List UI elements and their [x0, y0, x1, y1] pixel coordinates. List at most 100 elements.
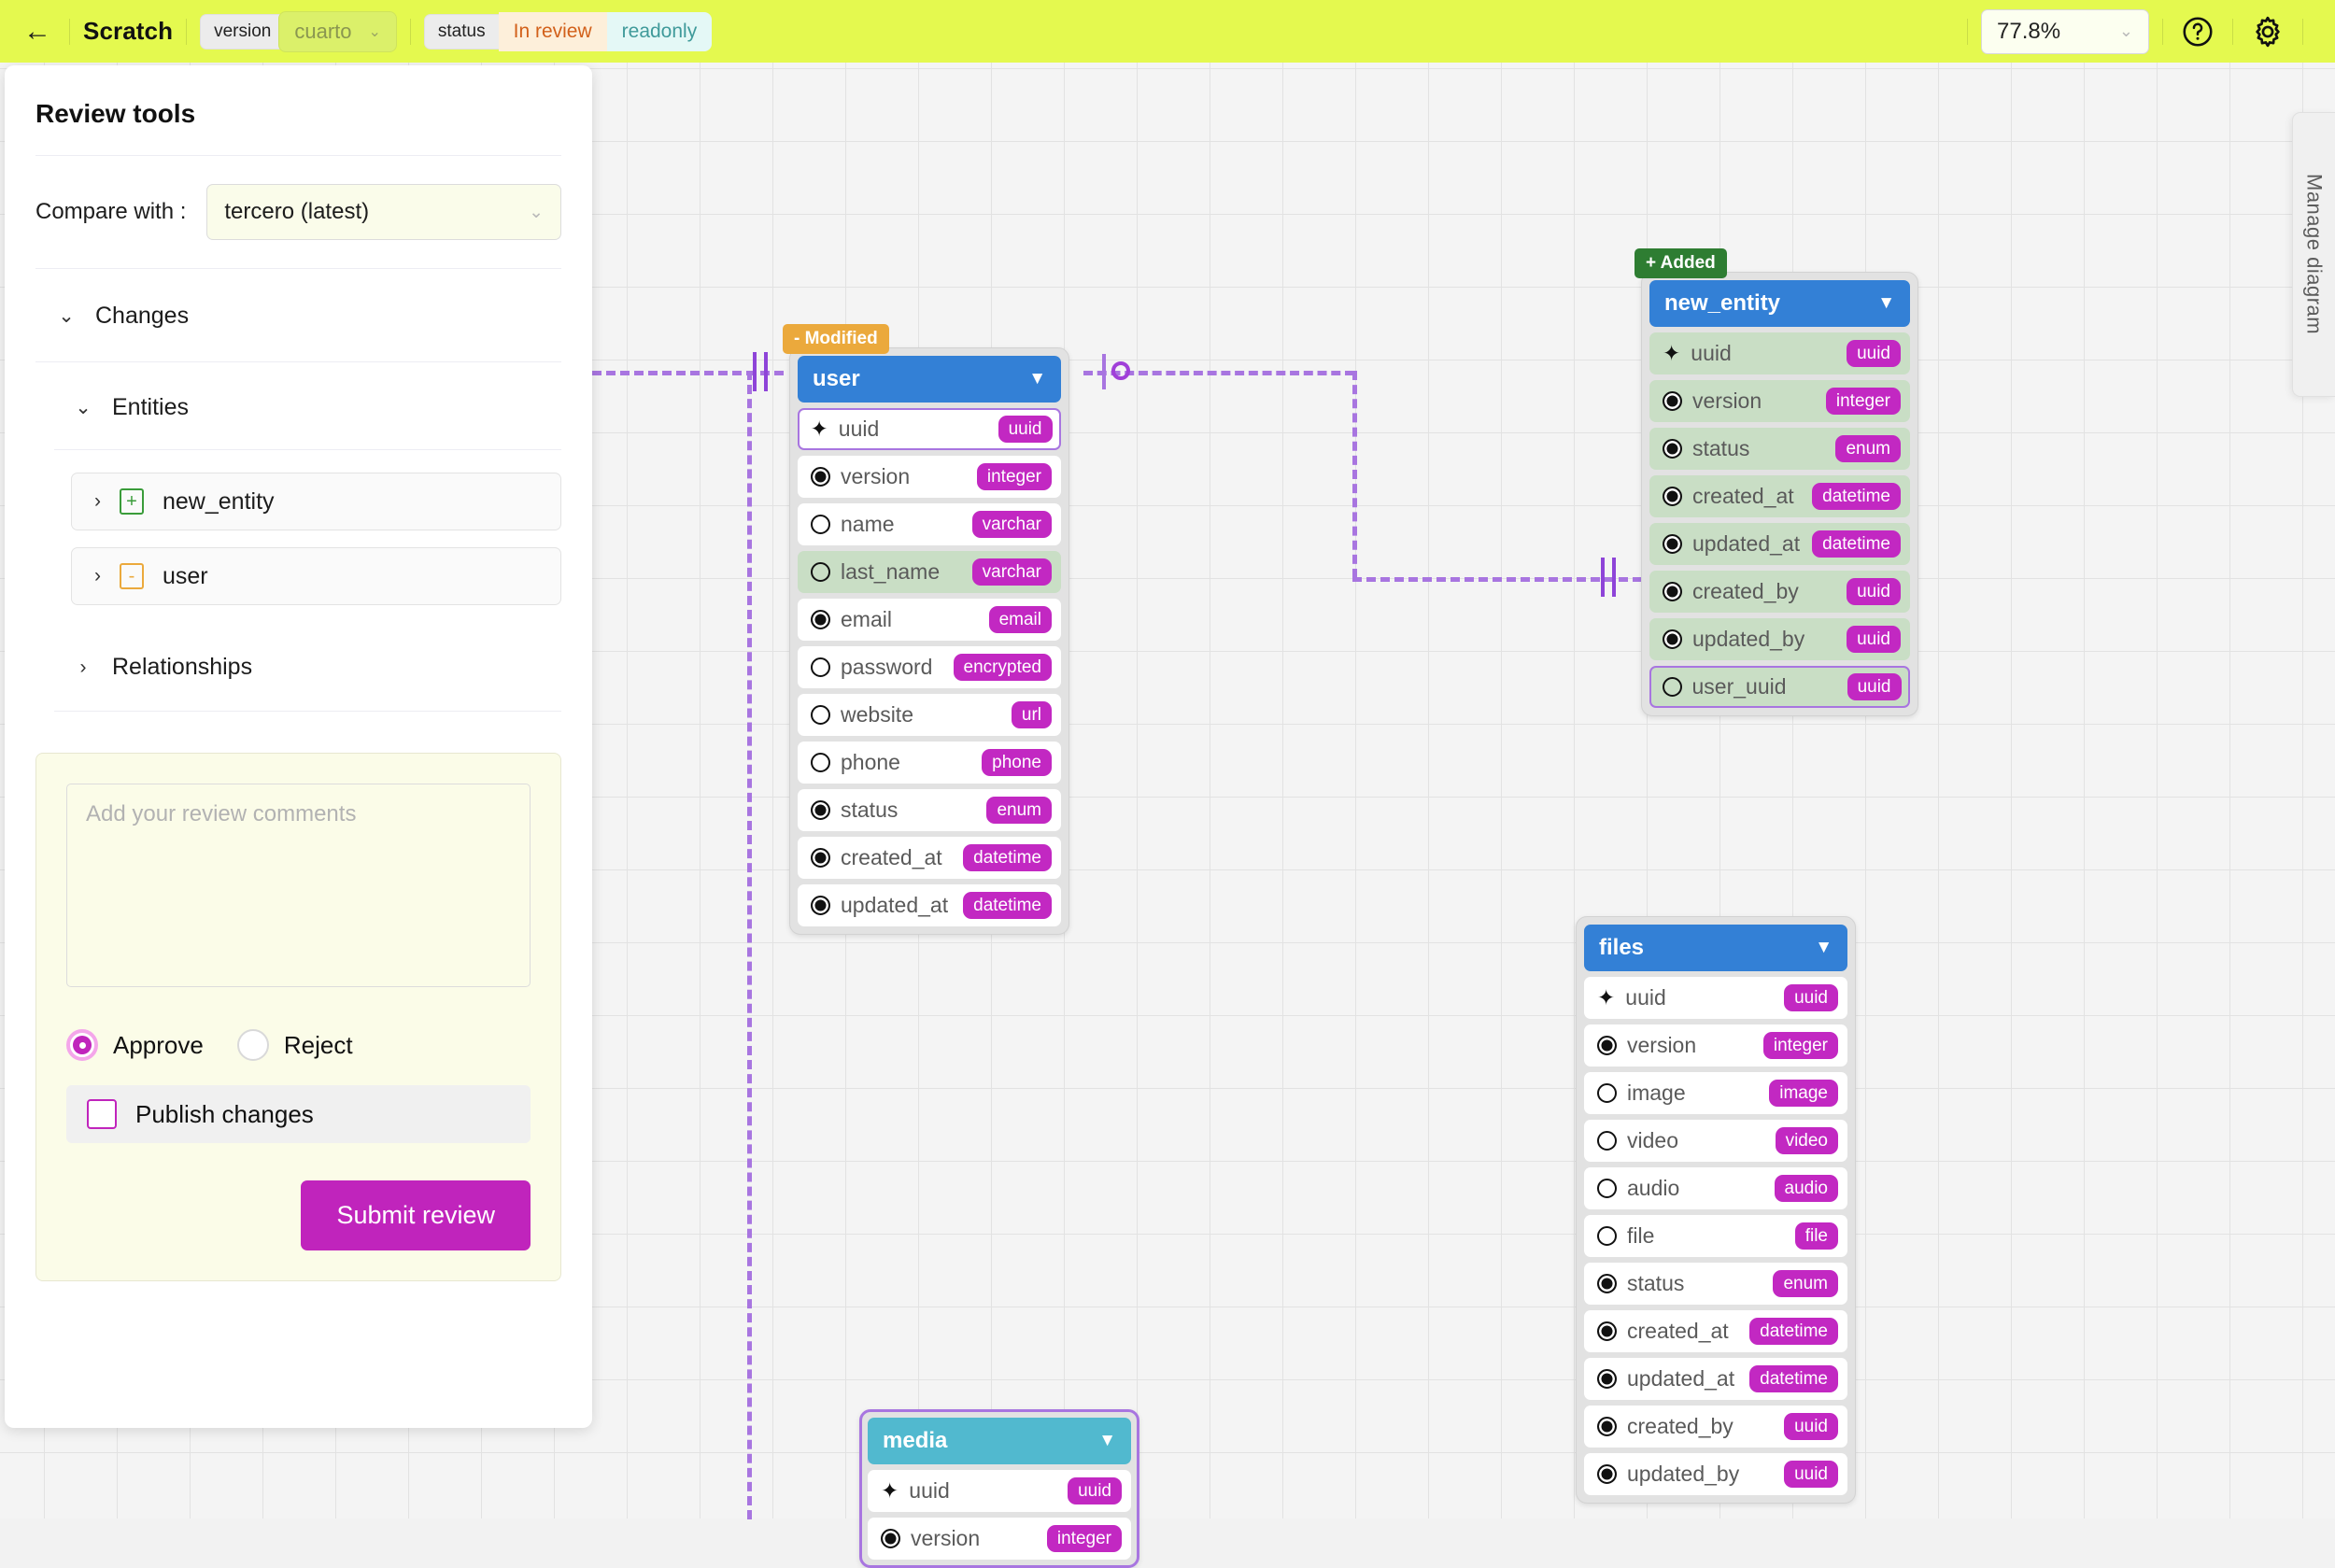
- compare-with-select[interactable]: tercero (latest) ⌄: [206, 184, 561, 240]
- section-entities[interactable]: ⌄ Entities: [35, 362, 561, 449]
- er-field-type: datetime: [1812, 530, 1901, 558]
- er-field-row[interactable]: user_uuid uuid: [1649, 666, 1910, 708]
- er-table-header-new_entity[interactable]: new_entity▼: [1649, 280, 1910, 327]
- required-field-icon: [811, 800, 830, 820]
- optional-field-icon: [811, 515, 830, 534]
- er-field-type: datetime: [1749, 1365, 1838, 1392]
- er-table-header-files[interactable]: files▼: [1584, 925, 1847, 971]
- er-field-name: name: [841, 512, 895, 536]
- er-field-type: integer: [976, 463, 1052, 490]
- er-field-name: user_uuid: [1691, 674, 1787, 699]
- er-field-type: uuid: [1784, 1461, 1838, 1488]
- er-field-row[interactable]: updated_at datetime: [1584, 1358, 1847, 1400]
- er-field-type: uuid: [1847, 673, 1902, 700]
- version-select[interactable]: cuarto ⌄: [278, 10, 397, 52]
- er-field-row[interactable]: updated_by uuid: [1649, 618, 1910, 660]
- er-field-name: created_at: [841, 845, 942, 869]
- triangle-down-icon[interactable]: ▼: [1098, 1431, 1116, 1450]
- compare-with-row: Compare with : tercero (latest) ⌄: [35, 156, 561, 268]
- er-field-type: uuid: [998, 416, 1053, 443]
- er-field-name: created_by: [1692, 579, 1799, 603]
- er-field-left: created_by: [1597, 1414, 1734, 1439]
- chevron-down-icon: ⌄: [75, 397, 92, 418]
- publish-changes-label: Publish changes: [135, 1099, 314, 1128]
- manage-diagram-tab[interactable]: Manage diagram: [2292, 112, 2335, 397]
- er-field-row[interactable]: website url: [798, 694, 1061, 736]
- er-table-header-media[interactable]: media▼: [868, 1418, 1131, 1464]
- triangle-down-icon[interactable]: ▼: [1028, 369, 1046, 388]
- er-field-type: url: [1011, 701, 1052, 728]
- radio-reject[interactable]: Reject: [236, 1029, 353, 1061]
- back-arrow-icon[interactable]: ←: [23, 15, 51, 47]
- divider: [69, 18, 70, 45]
- er-field-left: updated_at: [1597, 1366, 1734, 1391]
- er-table-header-user[interactable]: user▼: [798, 356, 1061, 403]
- optional-field-icon: [1597, 1083, 1617, 1103]
- optional-field-icon: [1597, 1226, 1617, 1246]
- entity-list-item-label: user: [163, 562, 208, 589]
- er-field-type: uuid: [1847, 626, 1901, 653]
- er-field-name: updated_by: [1692, 627, 1805, 651]
- required-field-icon: [1597, 1274, 1617, 1293]
- optional-field-icon: [811, 657, 830, 677]
- version-label: version: [200, 13, 285, 49]
- review-comments-input[interactable]: [66, 784, 531, 987]
- entity-list-item[interactable]: ›+new_entity: [71, 473, 561, 530]
- zoom-select[interactable]: 77.8% ⌄: [1981, 8, 2149, 54]
- er-field-type: integer: [1046, 1525, 1122, 1552]
- optional-field-icon: [1662, 677, 1682, 697]
- radio-approve[interactable]: Approve: [66, 1029, 204, 1061]
- triangle-down-icon[interactable]: ▼: [1815, 938, 1833, 957]
- publish-changes-checkbox[interactable]: [87, 1099, 117, 1129]
- entity-list-item[interactable]: ›-user: [71, 547, 561, 605]
- publish-changes-row[interactable]: Publish changes: [66, 1085, 531, 1143]
- divider: [186, 18, 188, 45]
- required-field-icon: [1597, 1321, 1617, 1341]
- er-field-name: phone: [841, 750, 900, 774]
- gear-icon[interactable]: [2246, 10, 2289, 53]
- submit-review-button[interactable]: Submit review: [301, 1180, 531, 1250]
- er-field-name: created_at: [1627, 1319, 1729, 1343]
- er-field-left: website: [811, 702, 913, 727]
- section-changes[interactable]: ⌄ Changes: [35, 269, 561, 361]
- section-relationships[interactable]: › Relationships: [35, 622, 561, 711]
- relationship-edge-left-vertical: [747, 371, 752, 1519]
- er-field-name: uuid: [838, 417, 880, 441]
- triangle-down-icon[interactable]: ▼: [1877, 293, 1895, 313]
- er-field-name: updated_at: [841, 893, 949, 917]
- help-circle-icon[interactable]: [2176, 10, 2219, 53]
